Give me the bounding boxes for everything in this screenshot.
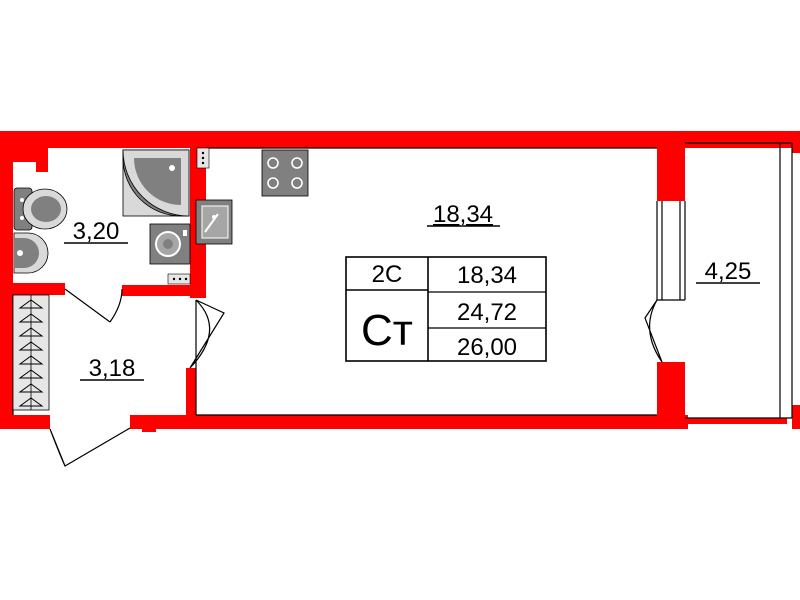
door-entrance [49, 427, 131, 467]
living-area-value: 18,34 [457, 262, 517, 289]
vent-icon [167, 147, 210, 285]
main-room-area: 18,34 [433, 201, 493, 228]
door-room [189, 299, 225, 369]
wall-balcony-right-top [792, 143, 800, 153]
total-area-value: 24,72 [457, 299, 517, 326]
wall-bath-notch-v [36, 148, 48, 172]
washing-machine-icon [149, 223, 191, 265]
wall-balcony-bottom [685, 418, 787, 424]
stove-icon [261, 149, 309, 197]
wall-bottom-stub [142, 418, 156, 432]
sink-icon [195, 199, 233, 245]
doors [49, 288, 663, 467]
wall-left-upper [0, 131, 13, 281]
total-area-with-balcony-value: 26,00 [457, 334, 517, 361]
washbasin-icon [13, 232, 49, 274]
wall-hall-room-lower [186, 368, 196, 418]
summary-table: 2С Ст 18,34 24,72 26,00 [345, 256, 547, 362]
wall-left-lower [0, 281, 13, 421]
wardrobe-icon [12, 294, 50, 411]
balcony-area: 4,25 [705, 258, 752, 285]
wall-bath-bottom-left [13, 283, 65, 295]
wall-top [0, 131, 800, 148]
shower-icon [122, 149, 190, 217]
wall-bottom [130, 415, 688, 429]
wall-window-pillar-top [657, 131, 685, 201]
type-code: Ст [361, 306, 413, 355]
wall-top-balcony-rail [685, 131, 800, 143]
wall-window-pillar-bottom [657, 362, 685, 429]
rooms-code: 2С [372, 261, 403, 288]
wall-bottom-left [0, 415, 50, 429]
bathroom-area: 3,20 [73, 218, 120, 245]
hallway-area: 3,18 [89, 355, 136, 382]
wall-balcony-right-bottom [792, 405, 800, 429]
door-balcony [644, 299, 663, 363]
toilet-icon [13, 187, 68, 231]
door-bathroom [64, 288, 123, 323]
wall-bath-bottom-right [122, 285, 206, 296]
